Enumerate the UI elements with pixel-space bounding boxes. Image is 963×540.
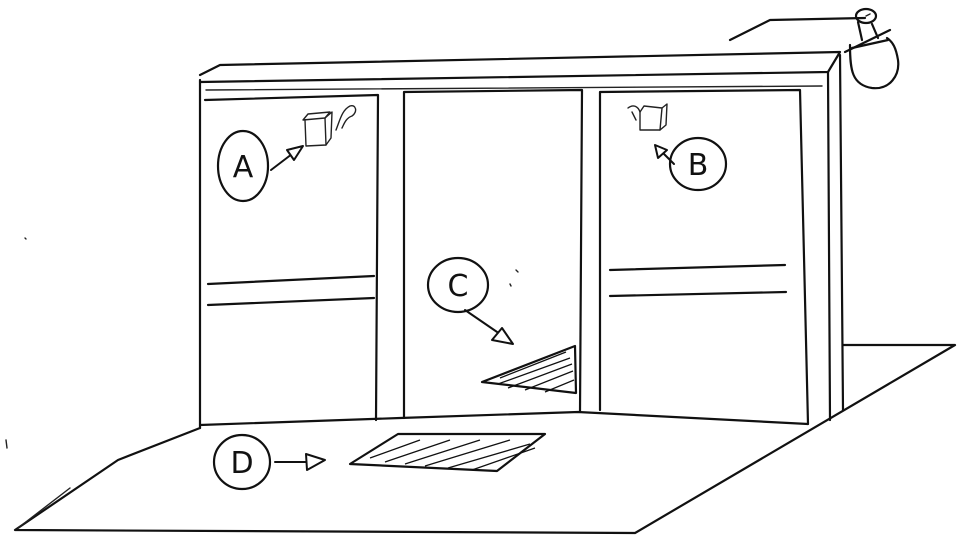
label-d-text: D — [230, 446, 253, 481]
floor-platform — [13, 343, 957, 535]
arrow-a — [270, 145, 304, 171]
label-b: B — [668, 136, 728, 192]
wall-cabinet-left-icon — [302, 104, 357, 147]
label-d: D — [212, 433, 272, 491]
mat-d — [348, 432, 547, 473]
roof-device-icon — [848, 7, 900, 90]
arrow-c — [464, 309, 514, 345]
left-panel — [203, 93, 380, 422]
label-c: C — [426, 256, 490, 314]
arrow-b — [654, 144, 675, 165]
label-b-text: B — [688, 148, 709, 183]
wall-cabinet-right-icon — [627, 103, 668, 131]
label-a: A — [216, 129, 270, 203]
arrow-d — [274, 453, 326, 471]
right-panel — [598, 88, 810, 426]
outer-frame — [198, 53, 845, 430]
label-a-text: A — [233, 150, 254, 185]
center-opening — [402, 88, 584, 420]
ramp-c — [480, 344, 578, 395]
top-slab — [198, 50, 842, 91]
label-c-text: C — [448, 269, 469, 304]
stray-marks — [5, 237, 519, 449]
